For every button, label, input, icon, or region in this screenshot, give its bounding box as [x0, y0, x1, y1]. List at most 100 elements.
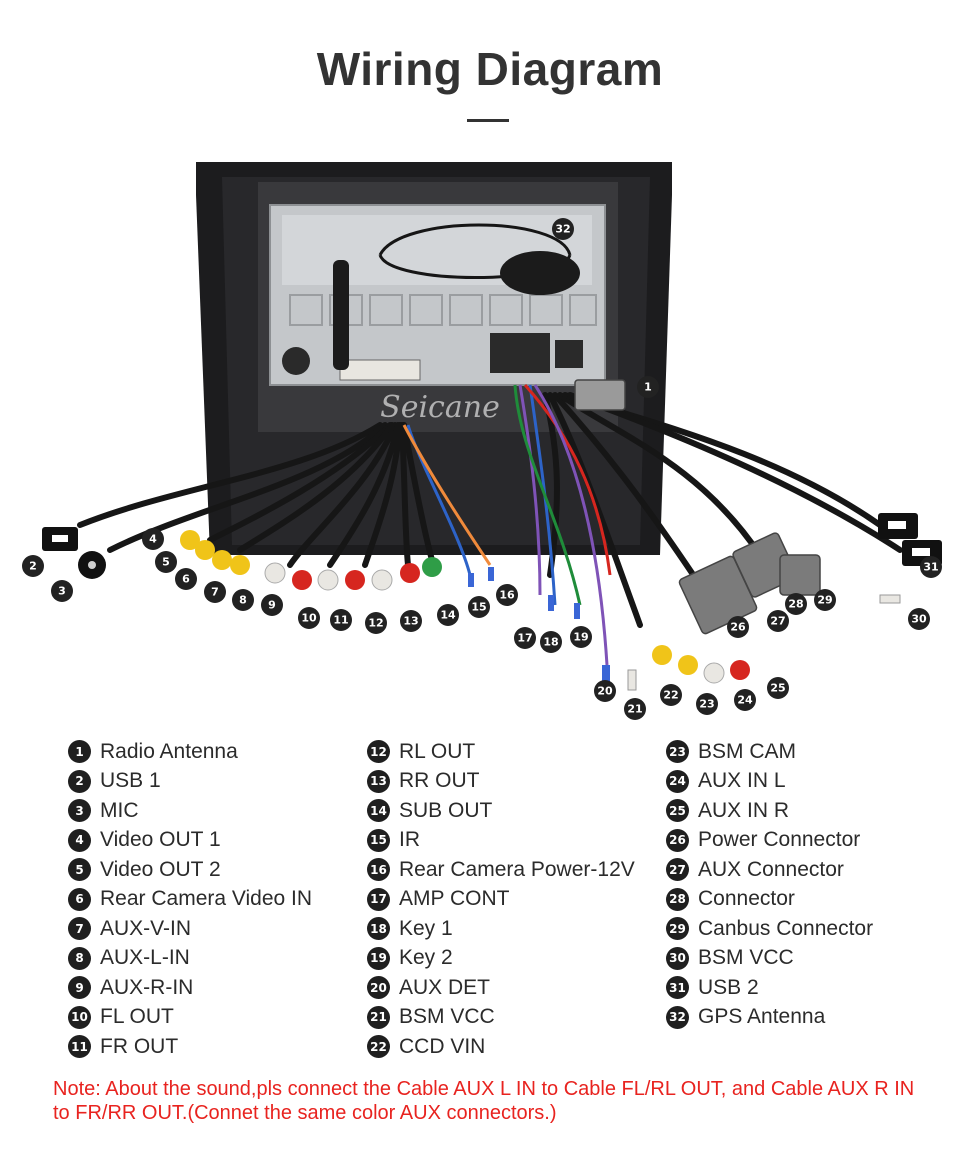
legend-number-icon: 3 [68, 799, 91, 823]
legend-number-icon: 6 [68, 887, 91, 911]
legend-label: CCD VIN [399, 1034, 486, 1058]
legend-label: RL OUT [399, 739, 476, 763]
page-title: Wiring Diagram [316, 43, 664, 95]
legend-number-icon: 16 [367, 858, 390, 882]
legend-number-icon: 10 [68, 1005, 91, 1029]
callout-29: 29 [814, 589, 836, 611]
legend-label: FL OUT [100, 1005, 174, 1029]
legend-number-icon: 7 [68, 917, 91, 941]
svg-text:18: 18 [543, 636, 558, 649]
legend-label: AUX DET [399, 975, 491, 999]
legend-number-icon: 29 [666, 917, 689, 941]
callout-12: 12 [365, 612, 387, 634]
legend-label: AUX Connector [698, 857, 844, 881]
legend-number-icon: 19 [367, 946, 390, 970]
legend-item: 9 AUX-R-IN [68, 973, 312, 1003]
svg-text:29: 29 [817, 594, 832, 607]
harness-connectors [574, 379, 821, 635]
legend-number-icon: 26 [666, 828, 689, 852]
svg-text:32: 32 [555, 223, 570, 236]
svg-text:3: 3 [58, 585, 66, 598]
callout-3: 3 [51, 580, 73, 602]
svg-text:2: 2 [29, 560, 37, 573]
legend-item: 11 FR OUT [68, 1032, 312, 1062]
svg-text:25: 25 [770, 682, 785, 695]
callout-15: 15 [468, 596, 490, 618]
legend-label: FR OUT [100, 1034, 179, 1058]
callout-25: 25 [767, 677, 789, 699]
legend-number-icon: 13 [367, 769, 390, 793]
legend-number-icon: 23 [666, 740, 689, 764]
legend-item: 21 BSM VCC [367, 1003, 635, 1033]
mic-plug [78, 551, 106, 579]
legend-number-icon: 30 [666, 946, 689, 970]
legend-number-icon: 14 [367, 799, 390, 823]
callout-21: 21 [624, 698, 646, 720]
legend-label: Key 2 [399, 946, 453, 970]
svg-text:27: 27 [770, 615, 785, 628]
callout-14: 14 [437, 604, 459, 626]
svg-text:4: 4 [149, 533, 157, 546]
legend-label: BSM VCC [399, 1005, 495, 1029]
callout-7: 7 [204, 581, 226, 603]
legend-label: MIC [100, 798, 139, 822]
rca-connectors [180, 530, 750, 684]
svg-text:8: 8 [239, 594, 247, 607]
legend-label: Rear Camera Power-12V [399, 857, 635, 881]
legend-label: Radio Antenna [100, 739, 238, 763]
legend-label: AUX-L-IN [100, 946, 190, 970]
callout-22: 22 [660, 684, 682, 706]
wifi-antenna [333, 260, 349, 370]
legend-number-icon: 20 [367, 976, 390, 1000]
callout-17: 17 [514, 627, 536, 649]
title-underline [467, 119, 509, 122]
legend-label: IR [399, 828, 420, 852]
svg-text:20: 20 [597, 685, 613, 698]
callout-4: 4 [142, 528, 164, 550]
svg-text:6: 6 [182, 573, 190, 586]
legend-number-icon: 21 [367, 1005, 390, 1029]
legend-label: AUX-R-IN [100, 975, 194, 999]
colored-wires [402, 383, 612, 666]
callout-6: 6 [175, 568, 197, 590]
legend-number-icon: 1 [68, 740, 91, 764]
legend-item: 14 SUB OUT [367, 796, 635, 826]
legend-number-icon: 11 [68, 1035, 91, 1059]
svg-text:21: 21 [627, 703, 642, 716]
legend-item: 8 AUX-L-IN [68, 944, 312, 974]
legend-item: 3 MIC [68, 796, 312, 826]
legend-label: SUB OUT [399, 798, 493, 822]
callout-16: 16 [496, 584, 518, 606]
legend-label: USB 1 [100, 769, 161, 793]
callout-26: 26 [727, 616, 749, 638]
legend-number-icon: 9 [68, 976, 91, 1000]
legend-number-icon: 18 [367, 917, 390, 941]
svg-text:7: 7 [211, 586, 219, 599]
cable-bundle [77, 392, 903, 628]
svg-text:9: 9 [268, 599, 276, 612]
callout-11: 11 [330, 609, 352, 631]
svg-text:31: 31 [923, 561, 938, 574]
svg-text:26: 26 [730, 621, 746, 634]
callout-18: 18 [540, 631, 562, 653]
svg-text:10: 10 [301, 612, 317, 625]
legend-label: Rear Camera Video IN [100, 887, 313, 911]
legend-label: Canbus Connector [698, 916, 874, 940]
legend-number-icon: 8 [68, 946, 91, 970]
legend-item: 1 Radio Antenna [68, 737, 312, 767]
svg-text:19: 19 [573, 631, 588, 644]
